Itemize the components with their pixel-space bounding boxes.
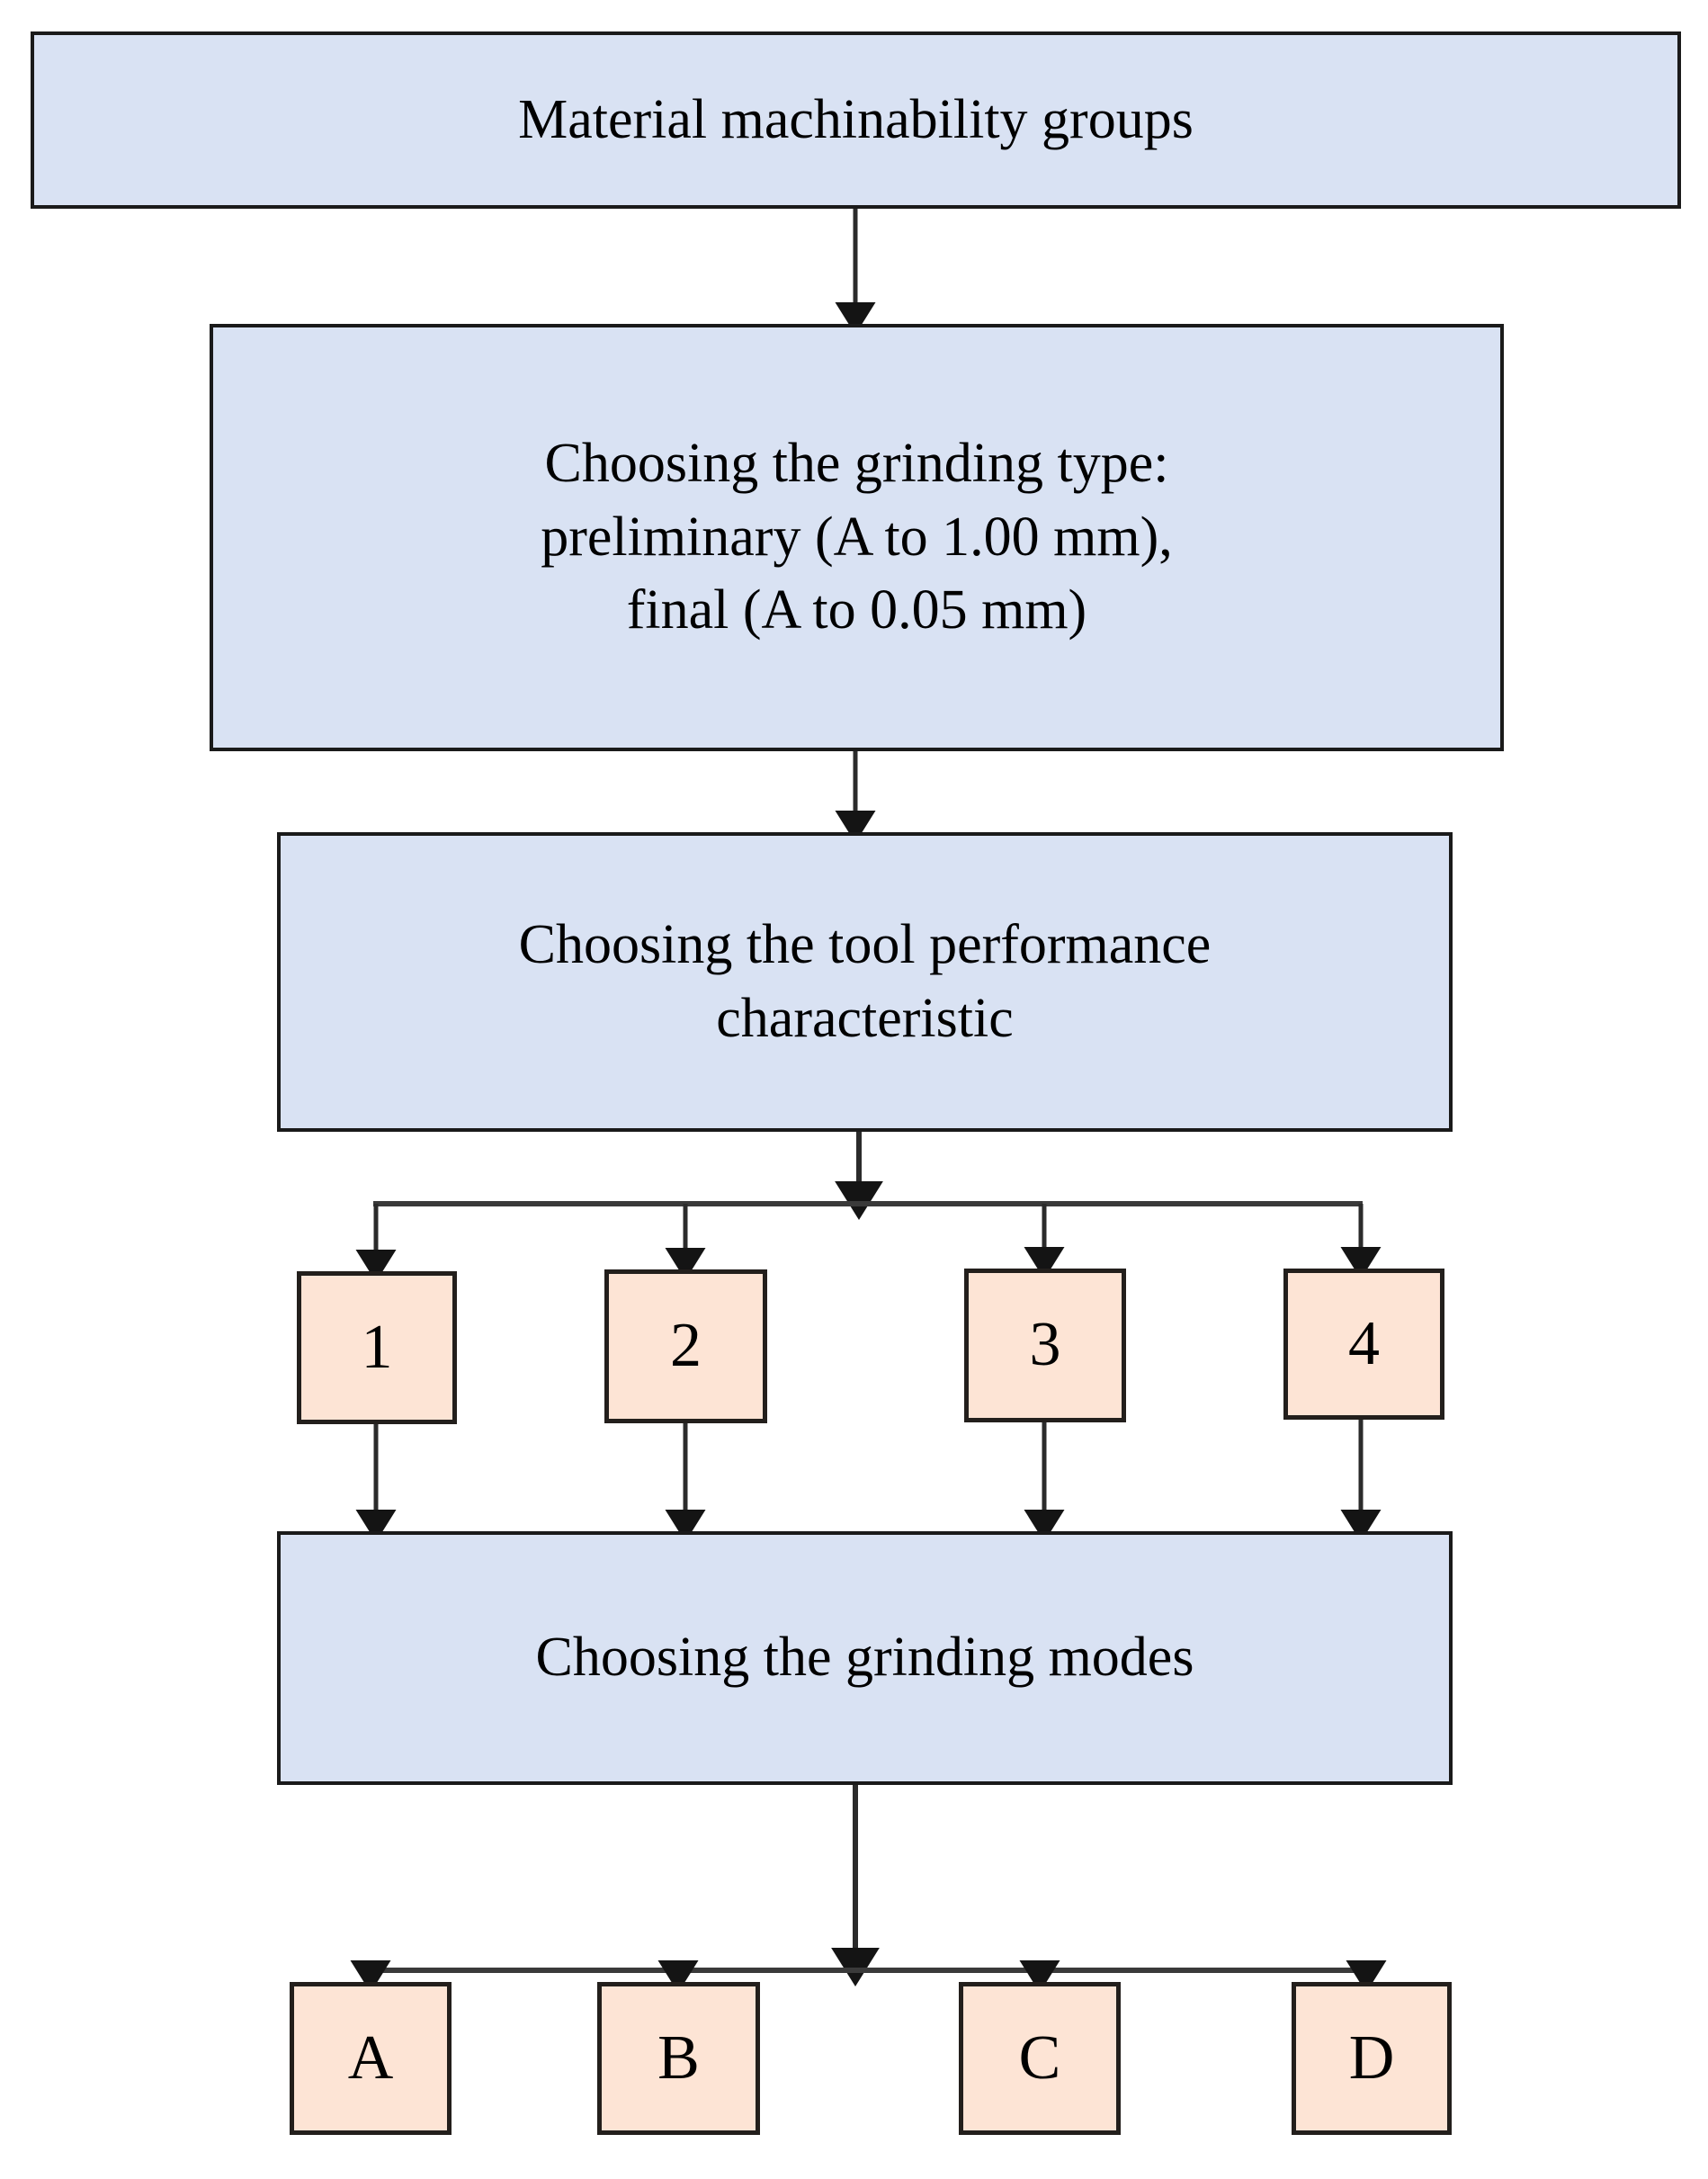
node-grinding-mode-option-d[interactable]: D <box>1292 1982 1452 2135</box>
node-choosing-tool-performance-characteristic[interactable]: Choosing the tool performance characteri… <box>277 832 1453 1132</box>
node-choosing-grinding-type[interactable]: Choosing the grinding type: preliminary … <box>210 324 1504 751</box>
node-choosing-grinding-modes[interactable]: Choosing the grinding modes <box>277 1531 1453 1785</box>
node-tool-performance-option-4[interactable]: 4 <box>1283 1269 1444 1420</box>
node-grinding-mode-option-b[interactable]: B <box>597 1982 760 2135</box>
node-tool-performance-option-3[interactable]: 3 <box>964 1269 1126 1422</box>
node-tool-performance-option-2[interactable]: 2 <box>604 1269 767 1423</box>
node-grinding-mode-option-c[interactable]: C <box>959 1982 1121 2135</box>
node-grinding-mode-option-a[interactable]: A <box>290 1982 452 2135</box>
node-tool-performance-option-1[interactable]: 1 <box>297 1271 457 1424</box>
node-material-machinability-groups[interactable]: Material machinability groups <box>31 31 1681 209</box>
